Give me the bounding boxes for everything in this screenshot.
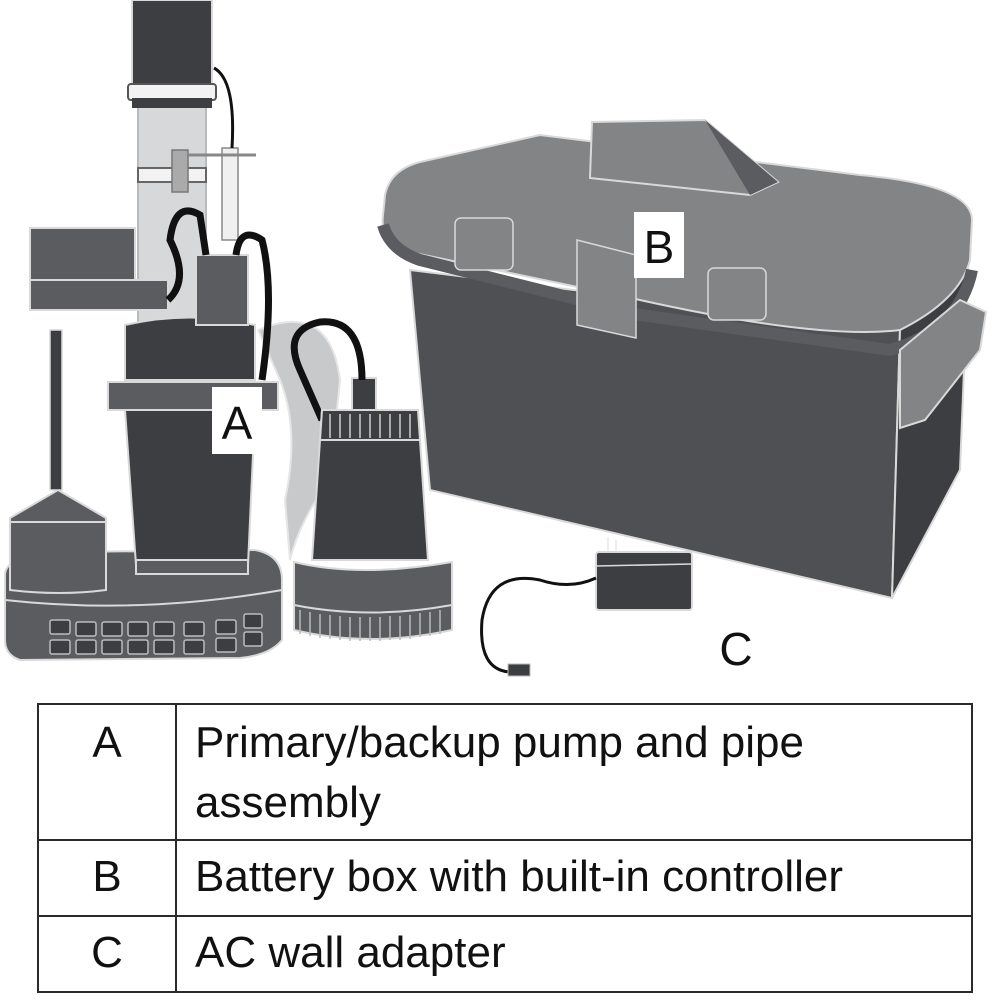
legend-table: A Primary/backup pump and pipe assembly … <box>37 703 973 993</box>
legend-key: B <box>37 839 177 917</box>
legend-row: C AC wall adapter <box>37 915 973 993</box>
legend-description: AC wall adapter <box>175 915 973 993</box>
callout-label-a: A <box>212 387 262 454</box>
pipe-assembly <box>127 0 342 561</box>
legend-row: B Battery box with built-in controller <box>37 839 973 917</box>
legend-row: A Primary/backup pump and pipe assembly <box>37 703 973 841</box>
legend-key: A <box>37 703 177 841</box>
callout-label-c: C <box>719 623 753 675</box>
legend-description: Battery box with built-in controller <box>175 839 973 917</box>
product-illustration <box>4 0 988 677</box>
legend-description: Primary/backup pump and pipe assembly <box>175 703 973 841</box>
callout-label-b: B <box>634 212 684 278</box>
backup-pump <box>290 318 453 641</box>
battery-box <box>377 118 988 600</box>
ac-wall-adapter <box>480 537 693 677</box>
legend-key: C <box>37 915 177 993</box>
